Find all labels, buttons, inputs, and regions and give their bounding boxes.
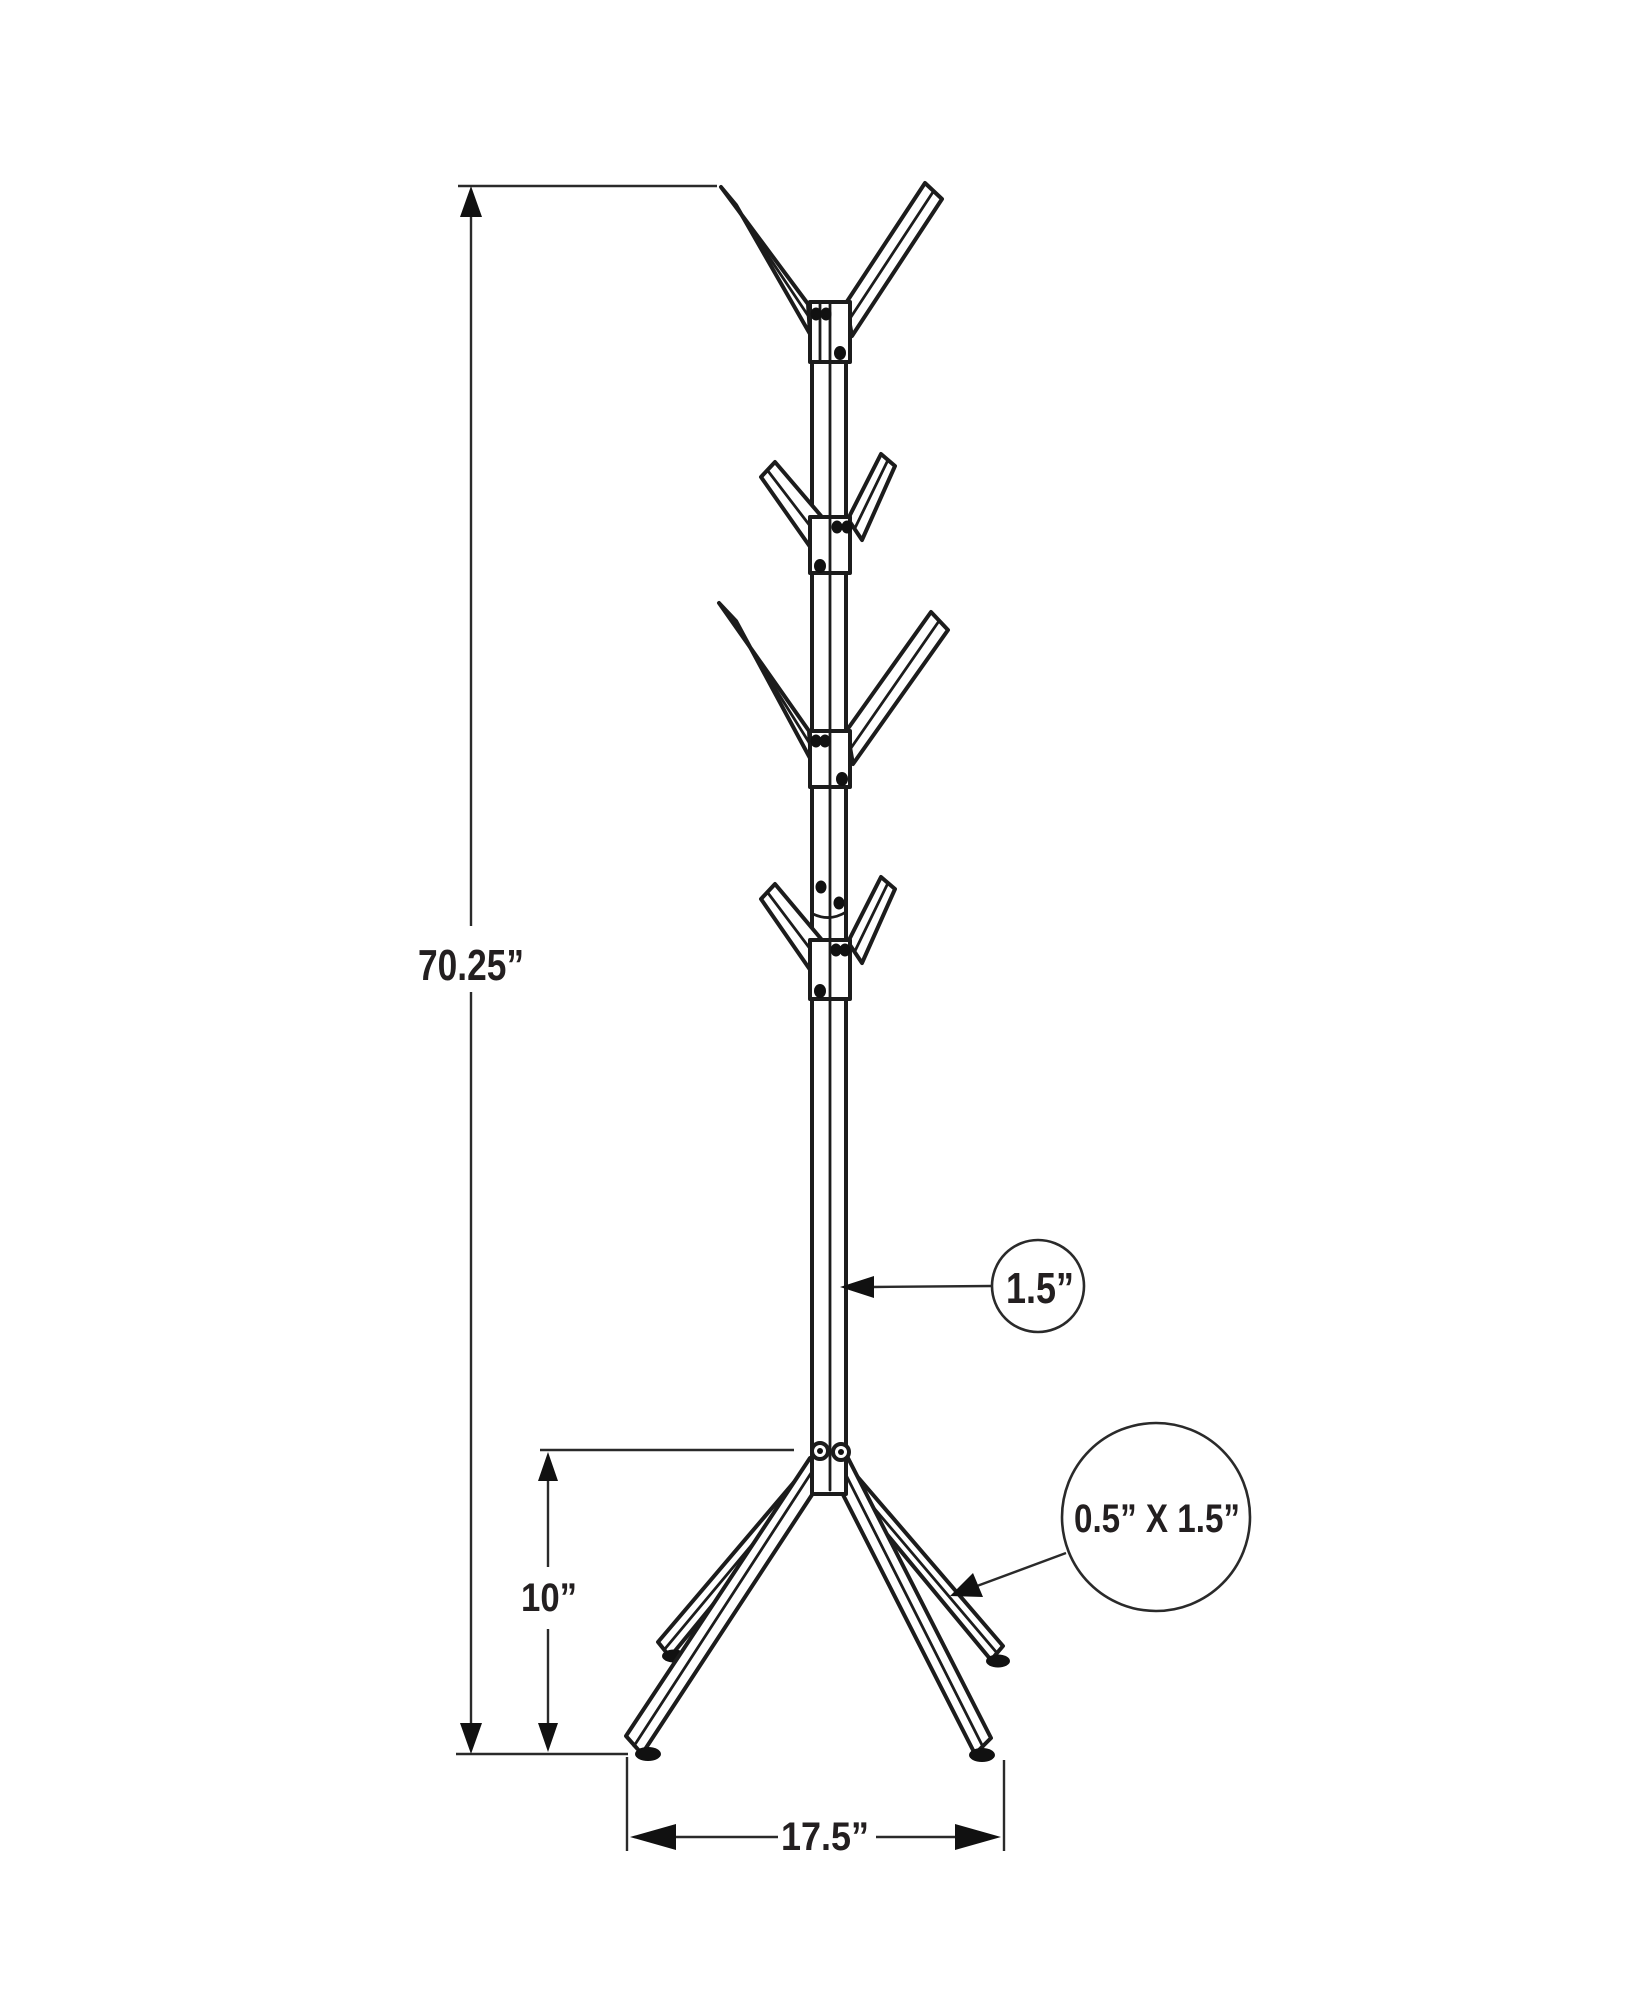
tier3-left-hook-edge: [726, 611, 812, 746]
base-bolt-right-center: [838, 1449, 844, 1455]
hook-tier-4: [759, 875, 897, 1001]
hook-tier-3: [717, 601, 950, 789]
tier4-bolt-c: [814, 984, 826, 998]
height-arrow-up-icon: [460, 186, 482, 217]
height-arrow-down-icon: [460, 1723, 482, 1754]
height-label: 70.25”: [418, 941, 524, 990]
base-width-label: 17.5”: [781, 1815, 869, 1859]
tier4-right-hook-edge: [853, 883, 889, 953]
tier3-bolt-c: [836, 772, 848, 786]
leg-profile-bubble: [1060, 1421, 1252, 1613]
tier1-bolt-b: [820, 307, 832, 321]
tier1-right-hook-edge: [847, 190, 935, 322]
height-dimension: 70.25”: [418, 184, 717, 1756]
tier4-bolt-b: [839, 943, 851, 957]
hook-tier-2: [759, 452, 897, 575]
base-height-dimension: 10”: [521, 1448, 794, 1752]
pole-thickness-label: 1.5”: [1006, 1264, 1074, 1313]
tier3-right-hook-edge: [849, 619, 941, 750]
leg-profile-callout: 0.5” X 1.5”: [950, 1421, 1252, 1613]
base-front-legs: [624, 1456, 995, 1762]
base-width-arrow-left-icon: [630, 1824, 676, 1850]
hook-tier-1: [719, 181, 944, 364]
back-right-foot: [986, 1654, 1010, 1668]
pole-joint-bolt-b: [833, 896, 845, 910]
tier1-left-hook: [719, 185, 812, 336]
tier3-left-hook: [717, 601, 813, 762]
tier4-bolt-a: [830, 943, 842, 957]
base-height-arrow-down-icon: [538, 1723, 558, 1752]
base-height-label: 10”: [521, 1576, 577, 1620]
tier3-bolt-a: [810, 734, 822, 748]
base-width-dimension: 17.5”: [625, 1757, 1006, 1859]
tier1-bolt-c: [834, 346, 846, 360]
tier2-bolt-a: [831, 520, 843, 534]
base-height-arrow-up-icon: [538, 1452, 558, 1481]
leg-profile-label: 0.5” X 1.5”: [1074, 1497, 1240, 1541]
front-right-leg-edge: [840, 1465, 985, 1749]
tier2-bolt-c: [814, 559, 826, 573]
pole-thickness-leader: [871, 1284, 993, 1289]
pole-thickness-callout: 1.5”: [840, 1238, 1086, 1334]
pole-joint-seam: [811, 910, 848, 919]
front-right-foot: [969, 1748, 995, 1762]
front-left-foot: [635, 1747, 661, 1761]
pole-thickness-bubble: [990, 1238, 1086, 1334]
pole-segment-joint: [811, 880, 848, 919]
tier1-left-hook-edge: [727, 195, 811, 319]
tier3-right-hook: [845, 610, 950, 766]
front-left-leg-edge: [632, 1465, 817, 1748]
coat-rack-drawing: [624, 181, 1010, 1762]
pole-joint-bolt-a: [815, 880, 827, 894]
base-bolt-left-center: [817, 1448, 823, 1454]
tier1-bolt-a: [810, 307, 822, 321]
base-width-arrow-right-icon: [955, 1824, 1001, 1850]
tier2-right-hook-edge: [853, 460, 889, 530]
pole-thickness-arrow-icon: [840, 1276, 874, 1298]
leg-profile-arrow-icon: [950, 1573, 983, 1597]
leg-profile-leader: [976, 1551, 1067, 1588]
tier2-bolt-b: [841, 520, 853, 534]
tier1-right-hook: [844, 181, 944, 338]
tier3-bolt-b: [819, 734, 831, 748]
